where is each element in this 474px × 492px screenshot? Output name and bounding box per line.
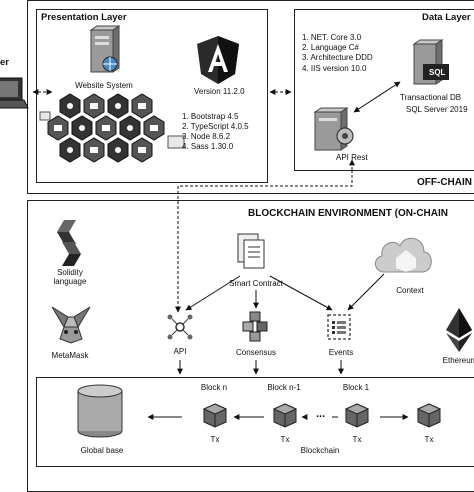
events-label: Events — [328, 348, 354, 357]
smart-contract-label: Smart Contract — [229, 279, 283, 288]
sql-server-icon — [412, 39, 449, 85]
block-1-label: Block 1 — [342, 383, 370, 392]
api-rest-to-blockchain-api-arrow — [175, 170, 353, 313]
web-screens-illustration — [39, 93, 185, 163]
presentation-layer-title: Presentation Layer — [41, 12, 127, 23]
sql-server-version: SQL Server 2019 — [406, 105, 468, 114]
offchain-connectors — [32, 81, 401, 313]
website-system-label: Website System — [75, 81, 133, 90]
global-base-database-icon — [77, 384, 123, 438]
block-n-label: Block n — [200, 383, 228, 392]
metamask-fox-icon — [51, 306, 91, 344]
blockchain-label: Blockchain — [300, 446, 340, 455]
block-cube-icon — [416, 403, 442, 428]
consensus-label: Consensus — [235, 348, 277, 357]
context-to-events-arrow — [347, 273, 385, 311]
data-stack-2: 2. Language C# — [302, 43, 359, 52]
contract-to-api-arrow — [185, 275, 241, 311]
presentation-stack-2: 2. TypeScript 4.0.5 — [182, 122, 249, 131]
smart-contract-icon — [237, 233, 265, 269]
chain-ellipsis: ... — [316, 408, 326, 420]
api-network-icon — [167, 314, 193, 340]
block-cube-icon — [202, 403, 228, 428]
context-cloud-icon — [375, 237, 432, 273]
presentation-stack-4: 4. Sass 1.30.0 — [182, 142, 234, 151]
block-n-1-label: Block n-1 — [267, 383, 301, 392]
ethereum-label: Ethereum — [442, 356, 474, 365]
blockchain-environment-title: BLOCKCHAIN ENVIRONMENT (ON-CHAIN — [248, 208, 448, 219]
block-cube-icon — [272, 403, 298, 428]
ethereum-logo-icon — [446, 308, 472, 352]
angular-version: Version 11.2.0 — [194, 87, 245, 96]
solidity-label: Solidity language — [53, 268, 87, 287]
tx-label: Tx — [352, 435, 362, 444]
consensus-cubes-icon — [242, 311, 268, 342]
data-stack-4: 4. IIS version 10.0 — [302, 64, 367, 73]
sql-badge-text: SQL — [429, 68, 446, 77]
api-to-db-arrow — [353, 81, 401, 113]
global-base-label: Global base — [80, 446, 124, 455]
solidity-logo-icon — [57, 220, 81, 266]
presentation-stack-3: 3. Node 8.6.2 — [182, 132, 231, 141]
data-layer-title: Data Layer — [422, 12, 471, 23]
contract-to-events-arrow — [269, 275, 333, 311]
transactional-db-label: Transactional DB — [400, 93, 462, 102]
tx-label: Tx — [424, 435, 434, 444]
api-label: API — [173, 347, 187, 356]
presentation-stack-1: 1. Bootstrap 4.5 — [182, 112, 239, 121]
onchain-connectors — [147, 273, 409, 420]
data-stack-3: 3. Architecture DDD — [302, 53, 373, 62]
blockchain-storage-panel — [36, 377, 474, 467]
user-label: er — [0, 57, 9, 68]
tx-label: Tx — [210, 435, 220, 444]
api-rest-label: API Rest — [336, 153, 368, 162]
laptop-icon — [0, 77, 29, 109]
metamask-label: MetaMask — [51, 351, 89, 360]
api-rest-server-icon — [313, 107, 354, 151]
block-cube-icon — [344, 403, 370, 428]
offchain-label: OFF-CHAIN — [417, 177, 472, 188]
events-list-icon — [327, 314, 351, 340]
data-stack-1: 1. NET. Core 3.0 — [302, 33, 362, 42]
angular-logo-icon — [197, 36, 239, 84]
context-label: Context — [396, 286, 424, 295]
tx-label: Tx — [280, 435, 290, 444]
website-server-icon — [89, 25, 121, 73]
